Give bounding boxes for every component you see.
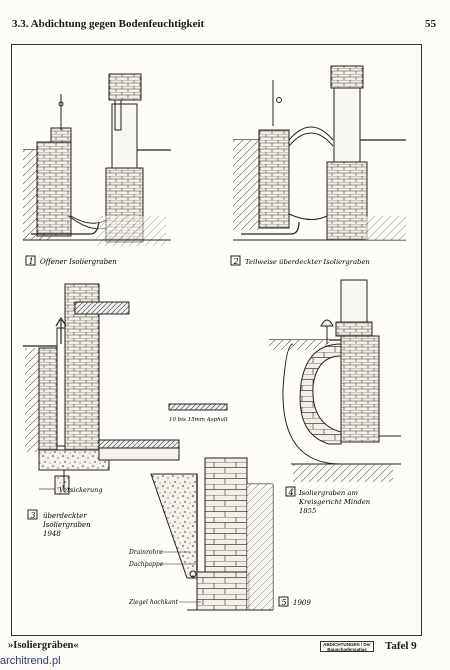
svg-text:3: 3 bbox=[31, 511, 36, 520]
figure-3-drawing bbox=[23, 283, 180, 495]
svg-text:1909: 1909 bbox=[293, 599, 311, 607]
svg-text:Versickerung: Versickerung bbox=[59, 486, 103, 494]
svg-text:1: 1 bbox=[29, 257, 34, 266]
svg-text:Drainrohre: Drainrohre bbox=[128, 549, 163, 556]
drawing-plate: 1 Offener Isoliergraben 2 Teilweise über… bbox=[23, 65, 406, 611]
svg-text:10 bis 15mm Asphalt: 10 bis 15mm Asphalt bbox=[169, 417, 229, 423]
figure-2-caption: 2 Teilweise überdeckter Isoliergraben bbox=[230, 255, 370, 266]
svg-text:5: 5 bbox=[282, 598, 287, 607]
svg-text:Dachpappe: Dachpappe bbox=[128, 561, 164, 568]
figure-1-drawing bbox=[23, 73, 171, 246]
figure-1-caption: 1 Offener Isoliergraben bbox=[25, 255, 117, 266]
page-footer: »Isoliergräben« ABDICHTUNGEN / Der Bausc… bbox=[8, 639, 438, 655]
watermark: architrend.pl bbox=[0, 655, 61, 667]
svg-text:überdeckter: überdeckter bbox=[43, 512, 87, 520]
svg-text:2: 2 bbox=[233, 257, 239, 266]
svg-text:Kreisgericht Minden: Kreisgericht Minden bbox=[298, 498, 370, 506]
figure-4-caption: 4 Isoliergraben am Kreisgericht Minden 1… bbox=[285, 486, 370, 515]
svg-text:1948: 1948 bbox=[43, 530, 61, 538]
section-title: 3.3. Abdichtung gegen Bodenfeuchtigkeit bbox=[12, 18, 205, 30]
series-title: »Isoliergräben« bbox=[8, 640, 79, 651]
svg-text:Ziegel hochkant: Ziegel hochkant bbox=[128, 599, 179, 606]
publisher-box: ABDICHTUNGEN / Der Bauschadensatlas bbox=[320, 641, 374, 652]
page-header: 3.3. Abdichtung gegen Bodenfeuchtigkeit … bbox=[12, 18, 436, 34]
figure-5-drawing bbox=[150, 457, 274, 611]
page-number: 55 bbox=[425, 18, 436, 30]
asphalt-legend: 10 bis 15mm Asphalt bbox=[168, 403, 229, 423]
svg-text:1855: 1855 bbox=[299, 507, 316, 515]
svg-text:Isoliergraben am: Isoliergraben am bbox=[298, 489, 358, 497]
figure-5-labels: Drainrohre Dachpappe Ziegel hochkant 5 1… bbox=[128, 549, 311, 607]
plate-frame bbox=[11, 44, 422, 636]
figure-4-drawing bbox=[269, 279, 401, 482]
figure-2-drawing bbox=[233, 65, 406, 241]
svg-text:Isoliergraben: Isoliergraben bbox=[42, 521, 91, 529]
svg-text:4: 4 bbox=[288, 488, 294, 497]
figure-3-labels: Versickerung 3 überdeckter Isoliergraben… bbox=[27, 486, 103, 538]
svg-text:Offener Isoliergraben: Offener Isoliergraben bbox=[40, 258, 117, 266]
plate-label: Tafel 9 bbox=[385, 640, 417, 652]
svg-text:Teilweise überdeckter Isolierg: Teilweise überdeckter Isoliergraben bbox=[245, 258, 370, 266]
